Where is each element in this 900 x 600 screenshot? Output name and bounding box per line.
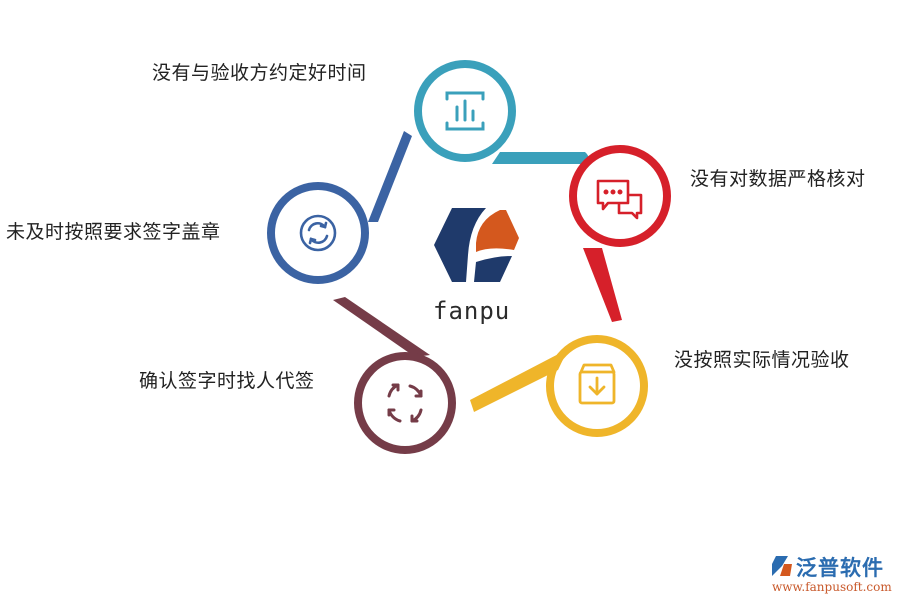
brand-url: www.fanpusoft.com (772, 580, 892, 594)
watermark: 泛普软件 www.fanpusoft.com (768, 552, 898, 598)
brand-logo-icon (772, 556, 792, 576)
sync-circle-icon (299, 214, 337, 252)
center-logo-text: fanpu (433, 297, 511, 325)
node-1-ring (414, 60, 589, 164)
node-4-ring (333, 297, 456, 454)
node-1-label: 没有与验收方约定好时间 (152, 62, 367, 84)
node-2-ring (569, 145, 671, 322)
brand-name: 泛普软件 (796, 556, 884, 580)
node-5-label: 未及时按照要求签字盖章 (6, 221, 221, 243)
chat-bubbles-icon (596, 179, 643, 220)
node-3-label: 没按照实际情况验收 (674, 349, 850, 371)
node-3-ring (470, 335, 648, 437)
node-5-ring (267, 131, 412, 284)
bar-chart-icon (445, 91, 485, 131)
fanpu-logo-icon (434, 208, 519, 282)
refresh-cycle-icon (387, 383, 423, 423)
node-2-label: 没有对数据严格核对 (690, 168, 866, 190)
node-4-label: 确认签字时找人代签 (139, 370, 315, 392)
box-download-icon (578, 363, 616, 405)
